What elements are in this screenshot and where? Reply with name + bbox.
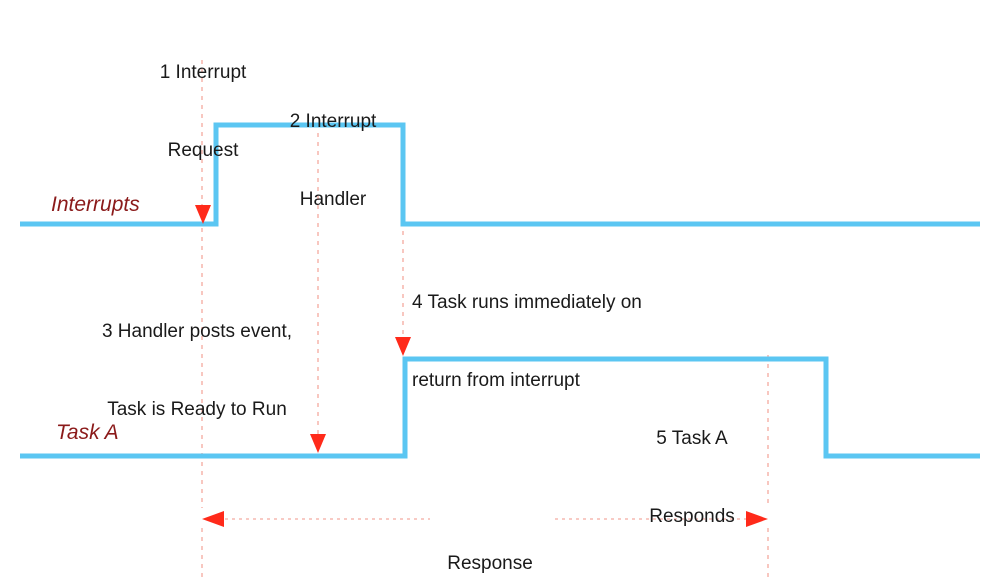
waveform-interrupts: [20, 122, 980, 227]
annotation-interrupt-handler-line2: Handler: [299, 189, 367, 210]
annotation-interrupt-handler: 2 Interrupt Handler: [290, 57, 377, 265]
annotation-task-runs-immediately: 4 Task runs immediately on return from i…: [412, 238, 642, 446]
annotation-interrupt-request-line1: 1 Interrupt: [159, 62, 247, 83]
annotation-task-runs-immediately-line1: 4 Task runs immediately on: [412, 292, 642, 313]
latency-arrow-left-icon: [202, 511, 224, 527]
guide-lines: [201, 60, 769, 577]
annotation-interrupt-request: 1 Interrupt Request: [160, 8, 247, 216]
signal-label-interrupts: Interrupts: [51, 193, 140, 216]
annotation-task-a-responds-line2: Responds: [649, 506, 735, 527]
marker-arrow-interrupt-handler: [310, 434, 326, 453]
annotation-interrupt-request-line2: Request: [167, 140, 239, 161]
annotation-task-a-responds: 5 Task A Responds to event: [649, 374, 735, 577]
signal-label-task-a: Task A: [56, 421, 119, 444]
annotation-handler-posts-event-line1: 3 Handler posts event,: [101, 321, 293, 342]
waveform-task-a: [20, 356, 980, 459]
marker-arrow-interrupt-request: [195, 205, 211, 224]
latency-arrow-right-icon: [746, 511, 768, 527]
annotation-handler-posts-event-line2: Task is Ready to Run: [107, 399, 287, 420]
response-latency-measure: [202, 511, 768, 527]
annotation-task-a-responds-line1: 5 Task A: [656, 428, 728, 449]
response-latency-label-line1: Response: [447, 553, 533, 574]
annotation-handler-posts-event: 3 Handler posts event, Task is Ready to …: [102, 267, 292, 475]
annotation-task-runs-immediately-line2: return from interrupt: [412, 370, 580, 391]
event-markers: [195, 205, 411, 453]
annotation-interrupt-handler-line1: 2 Interrupt: [289, 111, 377, 132]
marker-arrow-task-runs: [395, 337, 411, 356]
response-latency-label: Response Latency: [447, 499, 533, 577]
